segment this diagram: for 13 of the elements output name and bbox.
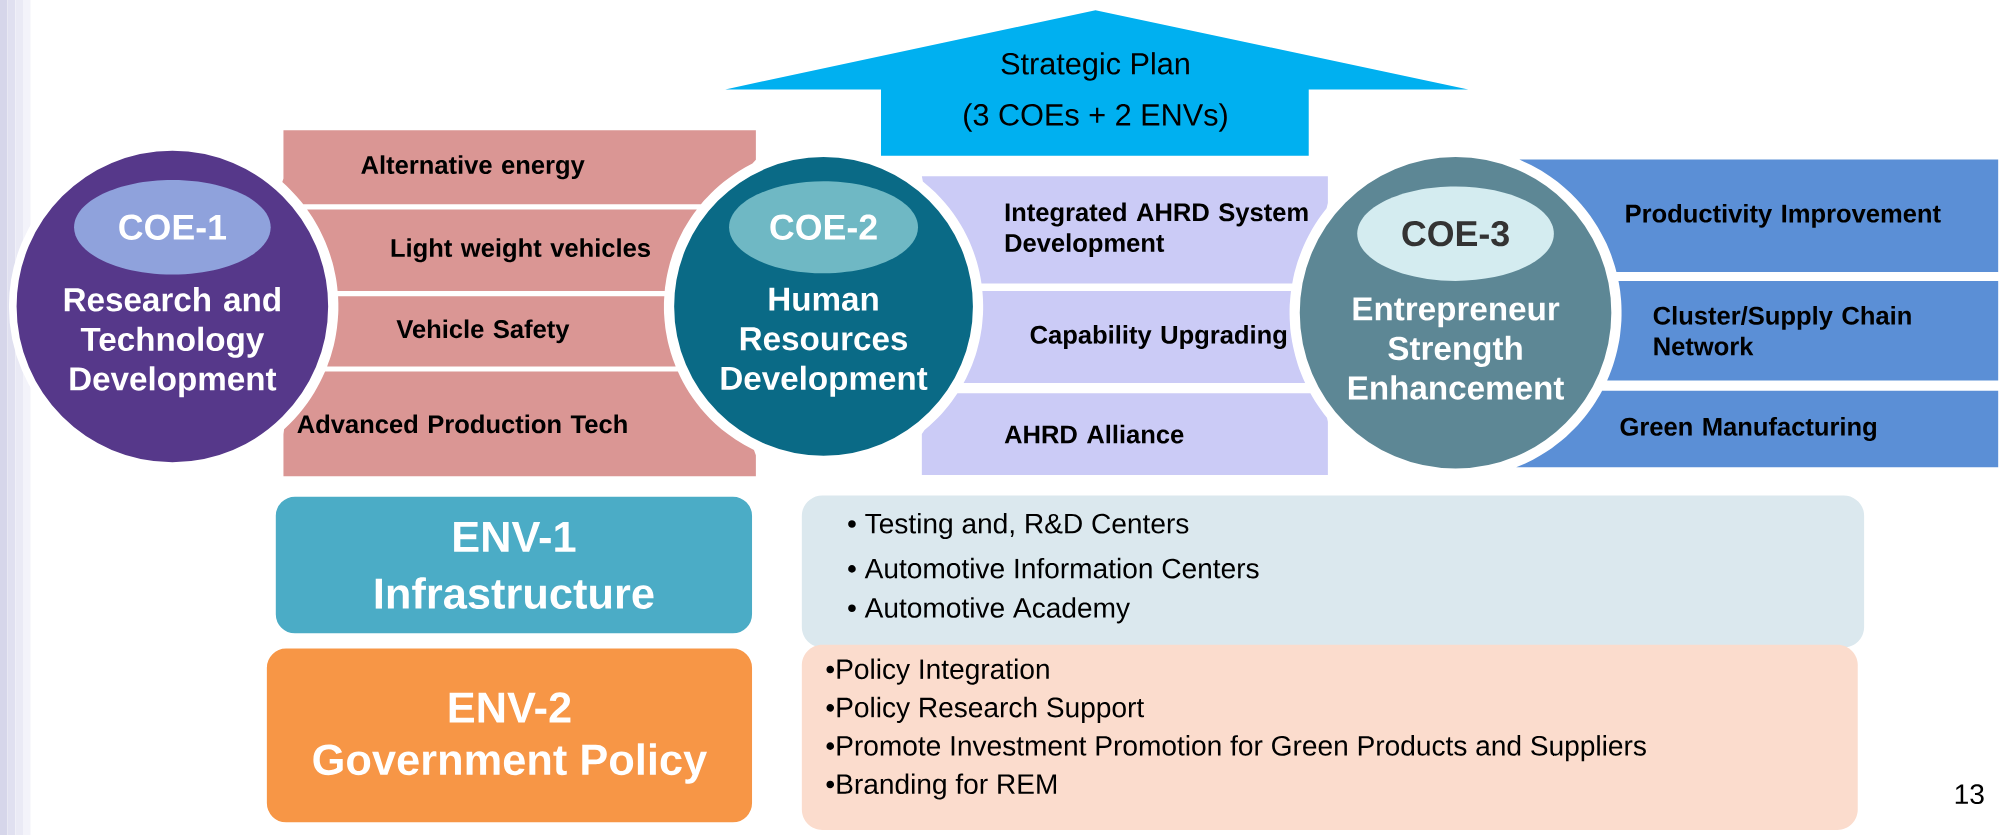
page-number: 13 [1955,784,1984,805]
bullet-list-box: • Testing and, R&D Centers • Automotive Information Centers • Automotive Academy [801,495,1865,648]
topic-box: Vehicle Safety [327,296,676,367]
topic-box: AHRD Alliance [921,393,1328,475]
topic-box: Productivity Improvement [1519,159,1999,272]
topic-box: Cluster/Supply Chain Network [1607,280,1999,381]
topic-box: Capability Upgrading [963,291,1306,384]
topic-box: Light weight vehicles [307,209,697,292]
env-box: ENV-2 Government Policy [264,646,755,825]
env-box: ENV-1 Infrastructure [273,494,755,636]
bullet-list-box: •Policy Integration •Policy Research Support •Promote Investment Promotion for Green Products and Suppliers •Branding for REM [801,644,1858,830]
topic-box: Integrated AHRD System Development [921,176,1328,284]
topic-box: Alternative energy [282,130,756,205]
